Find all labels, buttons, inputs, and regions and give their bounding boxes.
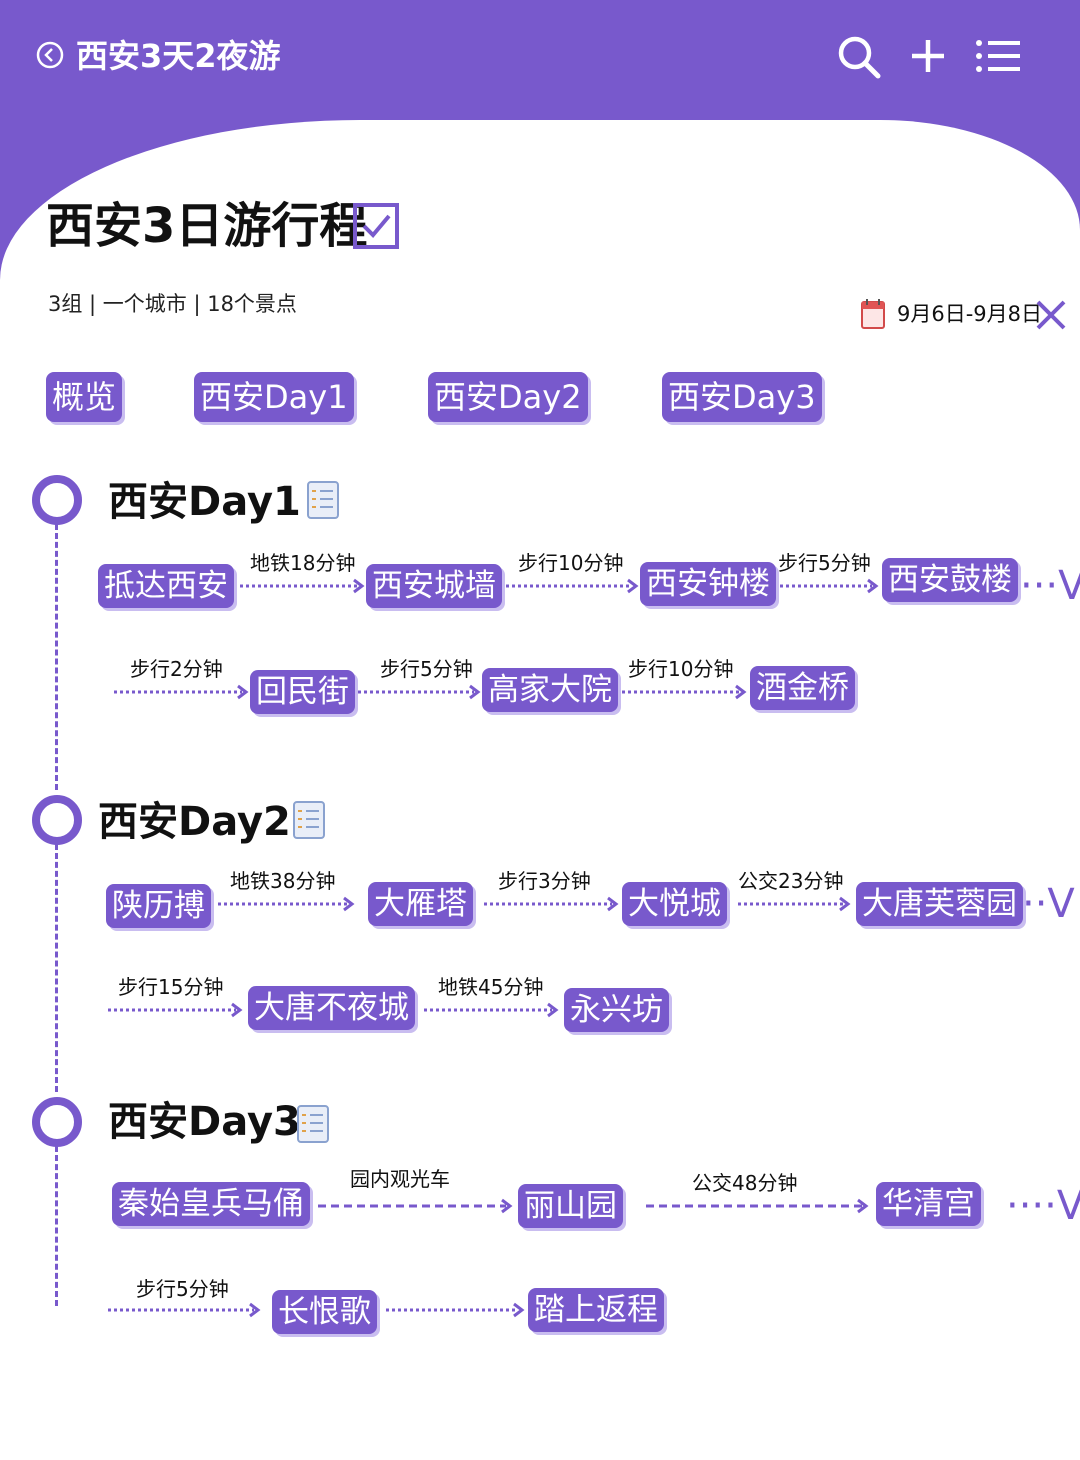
arrow-icon [738, 896, 851, 912]
place-tag[interactable]: 丽山园 [518, 1184, 623, 1228]
arrow-icon [506, 578, 639, 594]
continue-mark: ····V [1006, 1183, 1080, 1229]
timeline-dot [32, 795, 82, 845]
place-tag[interactable]: 抵达西安 [98, 564, 234, 608]
arrow-icon [358, 684, 481, 700]
place-tag[interactable]: 西安鼓楼 [882, 558, 1018, 602]
place-tag[interactable]: 秦始皇兵马俑 [112, 1182, 310, 1226]
header-title: 西安3天2夜游 [76, 37, 281, 75]
transit-label: 园内观光车 [350, 1167, 450, 1191]
place-tag[interactable]: 长恨歌 [272, 1290, 377, 1334]
content-card [0, 120, 1080, 1460]
notes-icon[interactable] [292, 800, 326, 840]
place-tag[interactable]: 西安钟楼 [640, 562, 776, 606]
transit-label: 地铁18分钟 [250, 551, 356, 575]
timeline-line [55, 1146, 58, 1306]
continue-mark: ··V [1022, 881, 1075, 927]
notes-icon[interactable] [306, 480, 340, 520]
place-tag[interactable]: 永兴坊 [564, 988, 669, 1032]
calendar-icon [861, 299, 885, 329]
list-menu-icon[interactable] [974, 36, 1022, 76]
plus-icon[interactable] [908, 36, 948, 76]
arrow-icon [622, 684, 747, 700]
place-tag[interactable]: 回民街 [250, 670, 355, 714]
back-icon[interactable] [36, 41, 64, 69]
place-tag[interactable]: 大唐不夜城 [248, 986, 415, 1030]
place-tag[interactable]: 西安城墙 [366, 564, 502, 608]
transit-label: 步行15分钟 [118, 975, 224, 999]
timeline-dot [32, 1097, 82, 1147]
transit-label: 步行3分钟 [498, 869, 591, 893]
transit-label: 步行5分钟 [136, 1277, 229, 1301]
transit-label: 地铁38分钟 [230, 869, 336, 893]
tab-day3[interactable]: 西安Day3 [662, 372, 822, 422]
place-tag[interactable]: 陕历搏 [106, 884, 211, 928]
place-tag[interactable]: 大悦城 [622, 882, 727, 926]
date-range: 9月6日-9月8日 [897, 302, 1043, 326]
timeline-dot [32, 475, 82, 525]
transit-label: 步行10分钟 [518, 551, 624, 575]
tab-day1[interactable]: 西安Day1 [194, 372, 354, 422]
arrow-icon [780, 578, 879, 594]
arrow-icon [240, 578, 365, 594]
timeline-line [55, 844, 58, 1092]
arrow-icon [108, 1002, 243, 1018]
day2-heading: 西安Day2 [98, 799, 291, 845]
trip-stats: 3组 | 一个城市 | 18个景点 [48, 292, 297, 316]
checkbox-icon [353, 203, 399, 249]
continue-mark: ···V [1020, 563, 1080, 609]
place-tag[interactable]: 大唐芙蓉园 [856, 882, 1023, 926]
tab-overview[interactable]: 概览 [46, 372, 123, 422]
arrow-icon [318, 1198, 513, 1214]
tab-day2[interactable]: 西安Day2 [428, 372, 588, 422]
transit-label: 公交23分钟 [738, 869, 844, 893]
notes-icon[interactable] [296, 1104, 330, 1144]
page-title: 西安3日游行程 [46, 198, 368, 254]
arrow-icon [484, 896, 619, 912]
day1-heading: 西安Day1 [108, 479, 301, 525]
place-tag[interactable]: 高家大院 [482, 668, 618, 712]
close-icon[interactable] [1034, 298, 1068, 332]
search-icon[interactable] [836, 34, 882, 80]
arrow-icon [386, 1302, 525, 1318]
day3-heading: 西安Day3 [108, 1099, 301, 1145]
transit-label: 公交48分钟 [692, 1171, 798, 1195]
arrow-icon [646, 1198, 869, 1214]
transit-label: 步行5分钟 [380, 657, 473, 681]
app-header: 西安3天2夜游 [0, 0, 1080, 120]
transit-label: 步行2分钟 [130, 657, 223, 681]
transit-label: 步行10分钟 [628, 657, 734, 681]
timeline-line [55, 524, 58, 790]
place-tag[interactable]: 踏上返程 [528, 1288, 664, 1332]
place-tag[interactable]: 大雁塔 [368, 882, 473, 926]
arrow-icon [114, 684, 249, 700]
transit-label: 地铁45分钟 [438, 975, 544, 999]
place-tag[interactable]: 华清宫 [876, 1182, 981, 1226]
arrow-icon [108, 1302, 261, 1318]
arrow-icon [218, 896, 355, 912]
transit-label: 步行5分钟 [778, 551, 871, 575]
place-tag[interactable]: 酒金桥 [750, 666, 855, 710]
arrow-icon [424, 1002, 559, 1018]
